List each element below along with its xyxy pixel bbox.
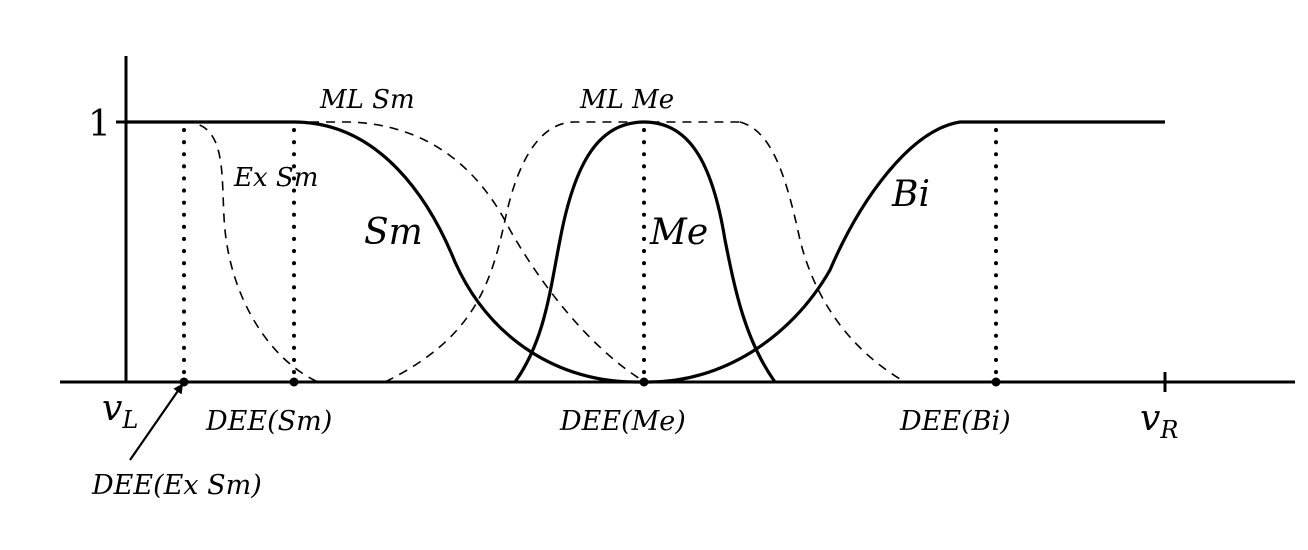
ml-sm-curve bbox=[294, 121, 646, 383]
dee-ex-sm-arrow bbox=[129, 383, 184, 461]
dee-sm-label: DEE(Sm) bbox=[205, 406, 332, 437]
dee-me-point bbox=[639, 377, 649, 387]
sm-label: Sm bbox=[364, 212, 423, 253]
ml-me-curve-right bbox=[739, 121, 906, 383]
me-curve bbox=[513, 120, 777, 383]
ml-sm-label: ML Sm bbox=[319, 85, 415, 115]
ex-sm-label: Ex Sm bbox=[233, 163, 318, 193]
vr-label: vR bbox=[1140, 398, 1178, 444]
dee-ex-sm-label: DEE(Ex Sm) bbox=[91, 470, 262, 501]
y-tick-label: 1 bbox=[88, 104, 111, 145]
bi-label: Bi bbox=[891, 174, 930, 215]
vl-label: vL bbox=[102, 388, 138, 434]
me-label: Me bbox=[649, 212, 708, 253]
dee-bi-label: DEE(Bi) bbox=[899, 406, 1011, 437]
ml-me-curve-left bbox=[384, 121, 740, 383]
sm-curve bbox=[126, 120, 650, 384]
ml-me-label: ML Me bbox=[579, 85, 674, 115]
ex-sm-curve bbox=[183, 121, 319, 383]
bi-curve bbox=[649, 120, 1165, 384]
dee-me-label: DEE(Me) bbox=[559, 406, 686, 437]
dee-sm-point bbox=[289, 377, 299, 387]
dee-bi-point bbox=[991, 377, 1001, 387]
